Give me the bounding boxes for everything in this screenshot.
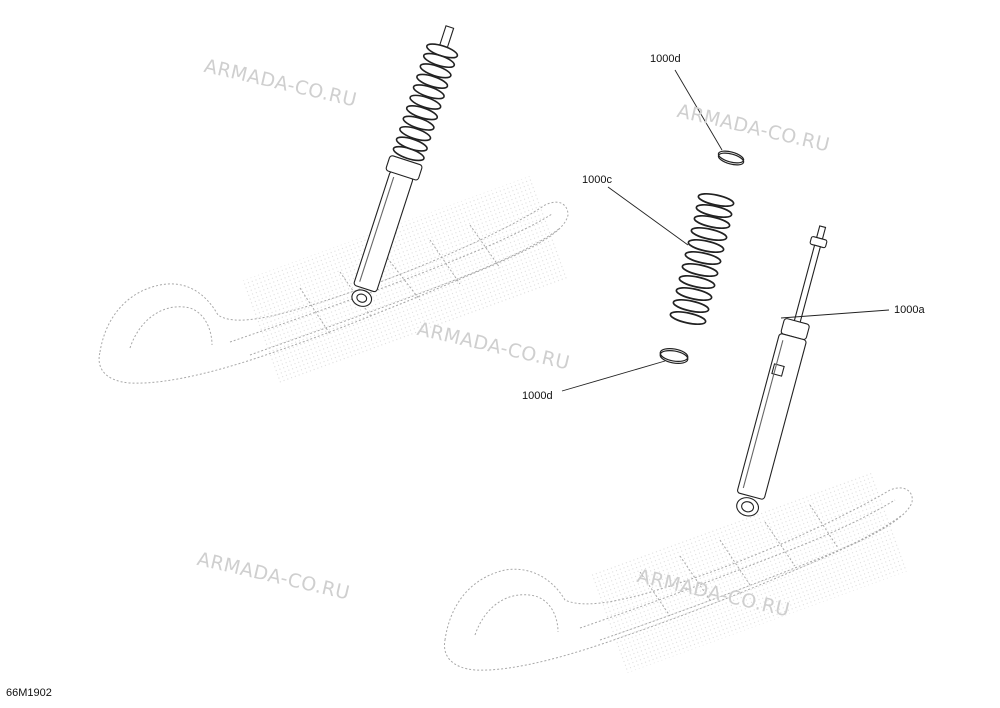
ski-lower-texture [591, 471, 910, 674]
assembled-shock-absorber [351, 25, 459, 307]
callout-1000d-top: 1000d [650, 53, 681, 65]
retaining-ring-bottom [659, 348, 689, 364]
retaining-ring-top [717, 150, 745, 166]
callout-1000d-bottom: 1000d [522, 390, 553, 402]
callout-1000a: 1000a [894, 304, 925, 316]
callout-1000c: 1000c [582, 174, 612, 186]
ski-upper-texture [240, 175, 570, 385]
figure-id: 66M1902 [6, 687, 52, 699]
shock-damper [736, 225, 828, 517]
coil-spring [669, 192, 735, 326]
leader-lines [561, 69, 890, 392]
